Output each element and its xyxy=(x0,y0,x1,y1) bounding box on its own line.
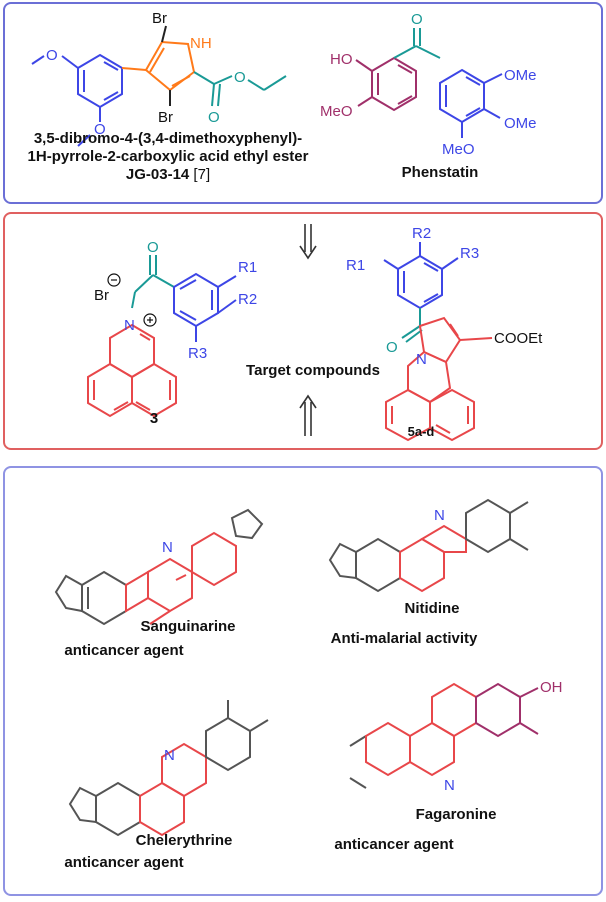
target-compounds-title: Target compounds xyxy=(246,362,380,379)
compound1-code-line: JG-03-14 [7] xyxy=(126,166,210,183)
compound5-carbonyl-o: O xyxy=(386,339,398,356)
compound5-n: N xyxy=(416,351,427,368)
compound3-r3-label: R3 xyxy=(188,345,207,362)
compound3-r2-label: R2 xyxy=(238,291,257,308)
methoxy-o-1: O xyxy=(46,47,58,64)
nitidine-n: N xyxy=(434,507,445,524)
sanguinarine-name: Sanguinarine xyxy=(140,618,236,635)
compound1-name-line2: 1H-pyrrole-2-carboxylic acid ethyl ester xyxy=(27,148,309,165)
bottom-panel xyxy=(3,466,603,896)
compound5-r3-label: R3 xyxy=(460,245,479,262)
phenstatin-meo-1: MeO xyxy=(320,103,353,120)
sanguinarine-activity: anticancer agent xyxy=(64,642,184,659)
compound1-name-line1: 3,5-dibromo-4-(3,4-dimethoxyphenyl)- xyxy=(33,130,303,147)
compound5-r2-label: R2 xyxy=(412,225,431,242)
chelerythrine-name: Chelerythrine xyxy=(135,832,233,849)
compound1-code: JG-03-14 xyxy=(125,166,190,183)
bromine-top: Br xyxy=(152,10,167,27)
bromine-bottom: Br xyxy=(158,109,173,126)
compound5-label: 5a-d xyxy=(407,424,435,439)
compound3-label: 3 xyxy=(149,410,159,427)
compound1-ref: [7] xyxy=(193,166,211,183)
fagaronine-n: N xyxy=(444,777,455,794)
methoxy-o-2: O xyxy=(94,121,106,138)
compound2-name: Phenstatin xyxy=(401,164,479,181)
compound3-carbonyl-o: O xyxy=(147,239,159,256)
bromide-ion: Br xyxy=(94,287,109,304)
compound5-cooet: COOEt xyxy=(494,330,543,347)
fagaronine-oh: OH xyxy=(540,679,563,696)
nitidine-activity: Anti-malarial activity xyxy=(330,630,478,647)
top-panel xyxy=(3,2,603,204)
fagaronine-name: Fagaronine xyxy=(415,806,497,823)
compound3-n: N xyxy=(124,317,135,334)
chelerythrine-activity: anticancer agent xyxy=(64,854,184,871)
sanguinarine-n: N xyxy=(162,539,173,556)
middle-panel xyxy=(3,212,603,450)
compound3-r1-label: R1 xyxy=(238,259,257,276)
phenstatin-ho: HO xyxy=(330,51,353,68)
compound5-r1-label: R1 xyxy=(346,257,365,274)
phenstatin-ome-1: OMe xyxy=(504,67,537,84)
phenstatin-carbonyl-o: O xyxy=(411,11,423,28)
pyrrole-nh: NH xyxy=(190,35,212,52)
phenstatin-ome-2: OMe xyxy=(504,115,537,132)
ester-o: O xyxy=(234,69,246,86)
nitidine-name: Nitidine xyxy=(404,600,460,617)
chelerythrine-n: N xyxy=(164,747,175,764)
phenstatin-meo-2: MeO xyxy=(442,141,475,158)
fagaronine-activity: anticancer agent xyxy=(334,836,454,853)
ester-carbonyl-o: O xyxy=(208,109,220,126)
